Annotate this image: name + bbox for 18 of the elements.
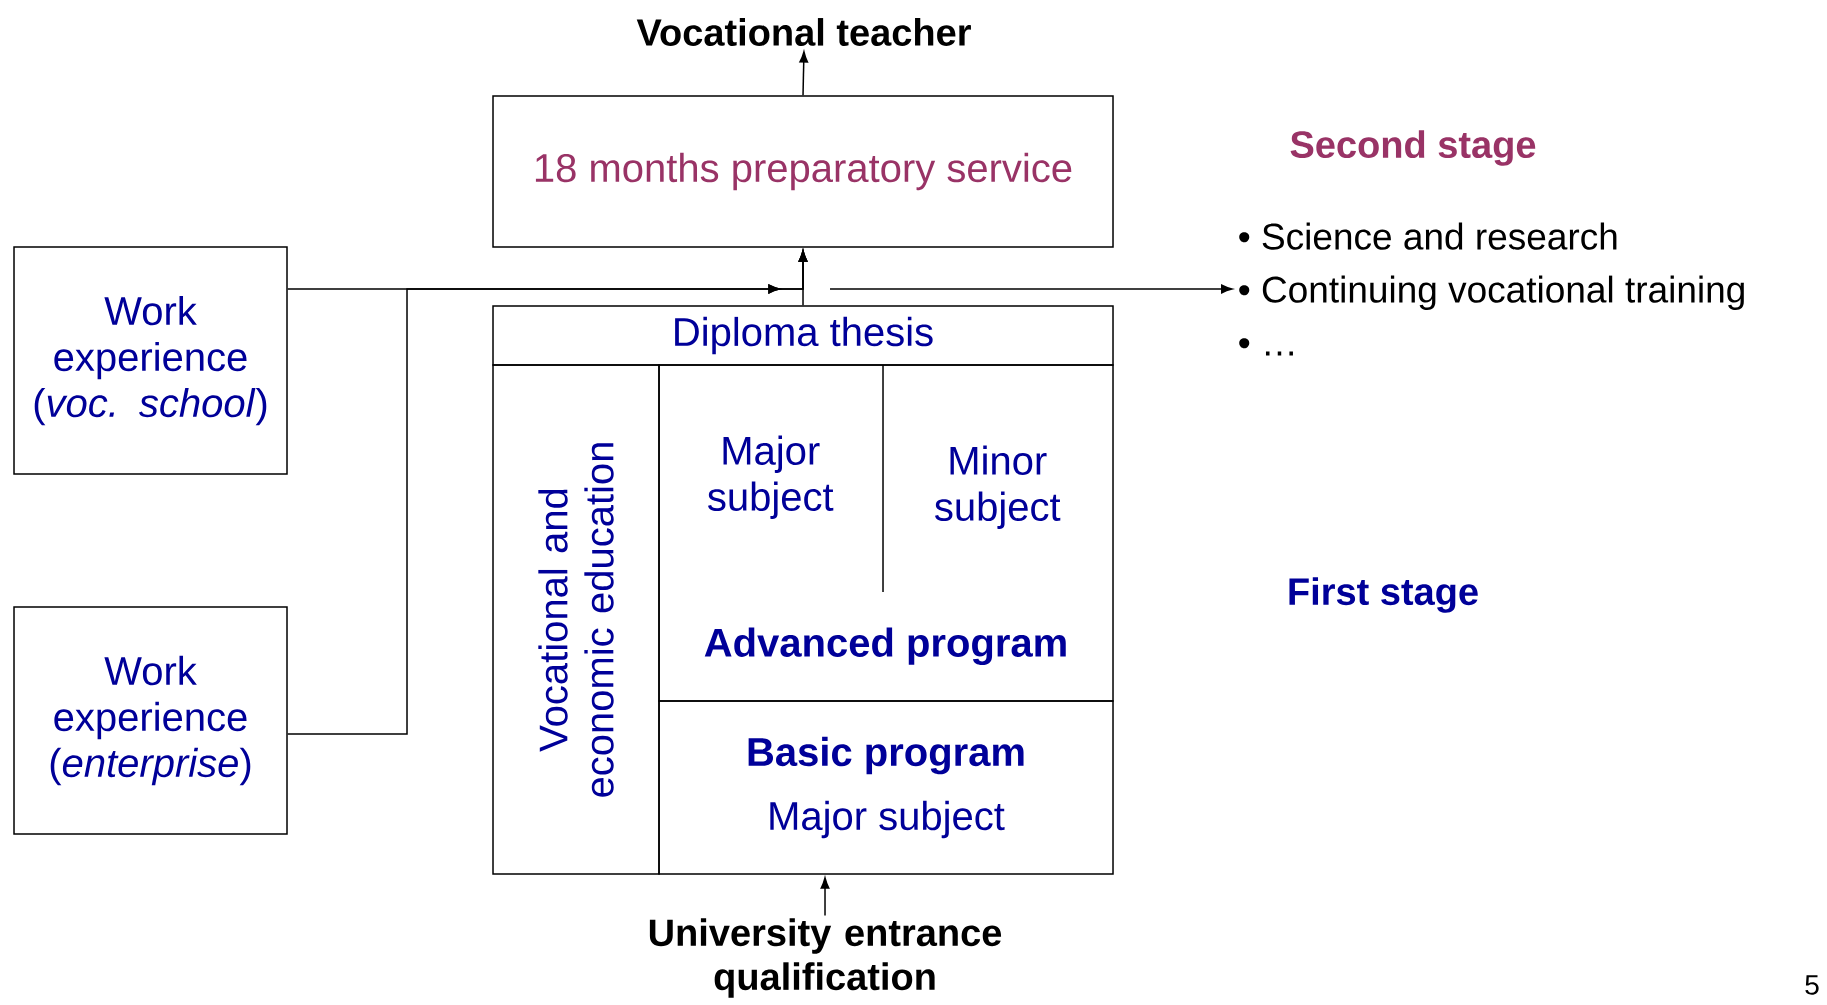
arrow xyxy=(799,51,809,96)
process-box: Basic program Major subject xyxy=(658,700,1114,875)
arrow xyxy=(798,250,808,306)
arrow xyxy=(829,284,1233,294)
title-text: Vocational teacher xyxy=(636,18,971,46)
input-text: University entrance qualification xyxy=(649,918,1002,998)
process-box: Diploma thesis xyxy=(492,305,1114,366)
process-box: Work experience (enterprise) xyxy=(13,606,288,835)
page-number: 5 xyxy=(1805,975,1819,995)
process-box: 18 months preparatory service xyxy=(492,95,1114,248)
stage-label: First stage xyxy=(1289,577,1478,613)
subject-text: Minor subject xyxy=(935,445,1061,529)
stage-label: Second stage xyxy=(1290,130,1536,166)
bullet-list: • Science and research • Continuing vocational training • … xyxy=(1239,222,1744,356)
process-box: Vocational and economic education xyxy=(492,364,660,875)
process-box: Work experience (voc. school) xyxy=(13,246,288,475)
subject-text: Major subject xyxy=(708,435,834,519)
arrow xyxy=(820,877,830,917)
